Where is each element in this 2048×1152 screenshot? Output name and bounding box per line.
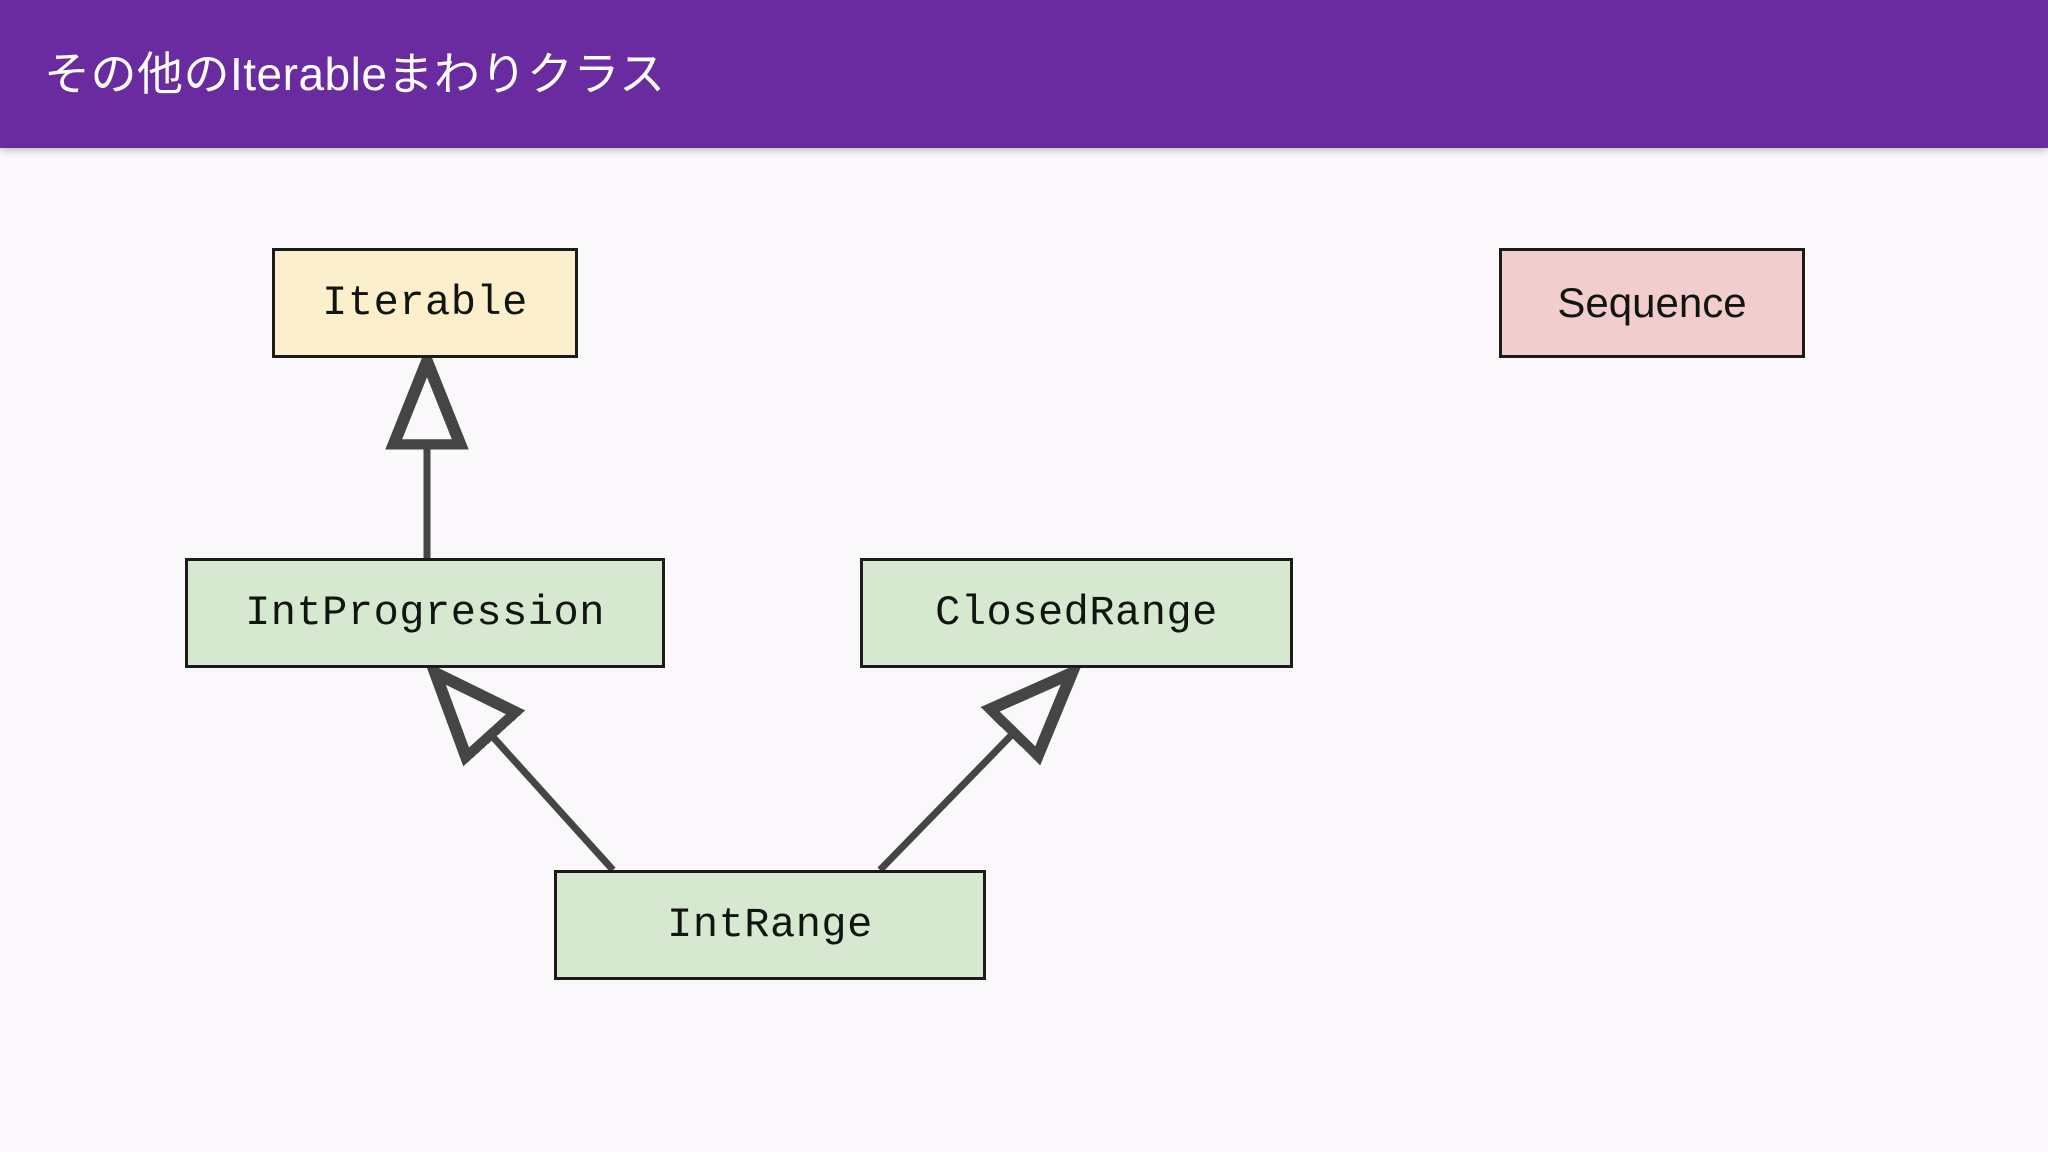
class-node-label: Iterable: [322, 279, 528, 327]
class-diagram: Iterable Sequence IntProgression ClosedR…: [0, 148, 2048, 1152]
class-node-closedrange[interactable]: ClosedRange: [860, 558, 1293, 668]
page-title: その他のIterableまわりクラス: [44, 48, 666, 100]
class-node-label: IntProgression: [245, 589, 605, 637]
class-node-label: Sequence: [1557, 279, 1747, 326]
edge-intrange-to-closedrange: [877, 675, 1070, 873]
class-node-intprogression[interactable]: IntProgression: [185, 558, 665, 668]
class-node-label: ClosedRange: [935, 589, 1218, 637]
slide-header-bar: その他のIterableまわりクラス: [0, 0, 2048, 148]
diagram-edges: [0, 148, 2048, 873]
class-node-sequence[interactable]: Sequence: [1499, 248, 1805, 358]
class-node-iterable[interactable]: Iterable: [272, 248, 578, 358]
class-node-intrange[interactable]: IntRange: [554, 870, 986, 980]
class-node-label: IntRange: [667, 901, 873, 949]
edge-intrange-to-intprogression: [437, 675, 616, 873]
